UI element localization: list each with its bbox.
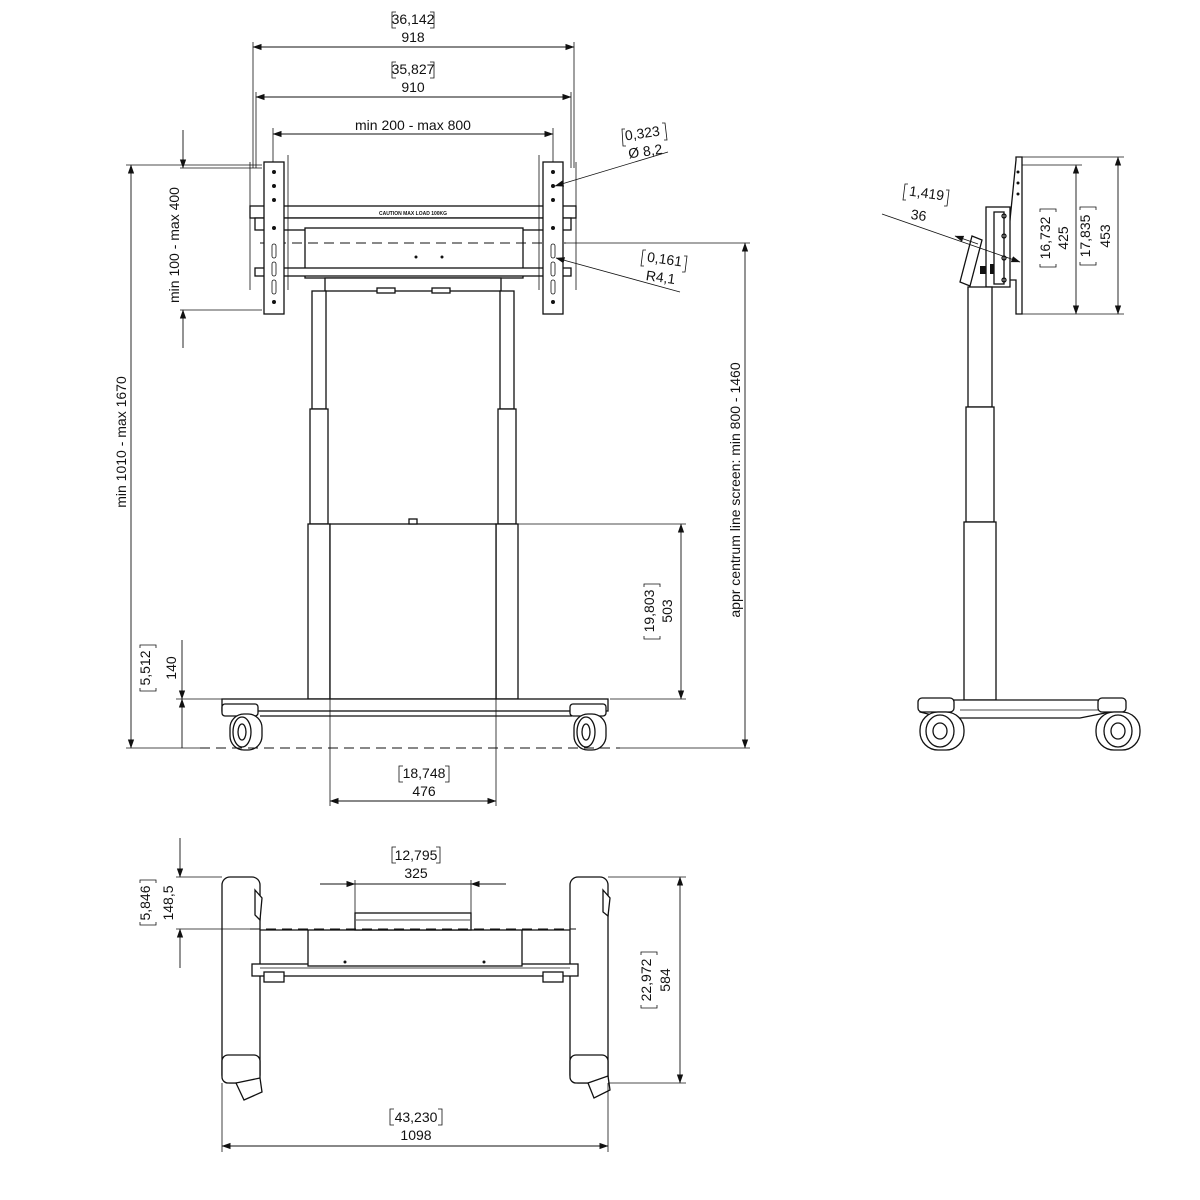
hole-diameter-mm: Ø 8,2 bbox=[627, 141, 663, 162]
slot-radius-inch: 0,161 bbox=[646, 249, 683, 270]
cabinet-width-mm: 476 bbox=[412, 783, 436, 799]
bracket-outer-inch: 17,835 bbox=[1077, 214, 1093, 257]
base-width-mm: 1098 bbox=[400, 1127, 431, 1143]
ground-clearance-mm: 140 bbox=[163, 656, 179, 680]
bracket-inner-inch: 16,732 bbox=[1037, 216, 1053, 259]
top-view: 12,795 325 5,846 148,5 22,972 584 43,230… bbox=[137, 838, 686, 1152]
bracket-outer-mm: 453 bbox=[1097, 224, 1113, 248]
left-caster bbox=[221, 703, 263, 751]
width-inner-inch: 35,827 bbox=[392, 61, 435, 77]
width-inner-mm: 910 bbox=[401, 79, 425, 95]
cabinet-height-inch: 19,803 bbox=[641, 589, 657, 632]
centre-line-label: appr centrum line screen: min 800 - 1460 bbox=[727, 362, 743, 617]
left-bracket bbox=[249, 155, 289, 315]
ground-clearance-inch: 5,512 bbox=[137, 650, 153, 685]
base-bar bbox=[221, 698, 609, 712]
bracket-inner-mm: 425 bbox=[1055, 226, 1071, 250]
frame-width-inch: 12,795 bbox=[395, 847, 438, 863]
frame-width-mm: 325 bbox=[404, 865, 428, 881]
width-outer-mm: 918 bbox=[401, 29, 425, 45]
right-caster bbox=[569, 703, 607, 751]
vesa-vertical-label: min 100 - max 400 bbox=[166, 187, 182, 303]
depth-mm: 584 bbox=[657, 968, 673, 992]
tilt-angle-mm: 36 bbox=[910, 206, 928, 224]
offset-mm: 148,5 bbox=[160, 885, 176, 920]
cabinet-width-inch: 18,748 bbox=[403, 765, 446, 781]
total-height-label: min 1010 - max 1670 bbox=[113, 376, 129, 508]
vesa-horizontal-label: min 200 - max 800 bbox=[355, 117, 471, 133]
tilt-angle-inch: 1,419 bbox=[908, 183, 945, 204]
slot-radius-mm: R4,1 bbox=[645, 267, 677, 287]
depth-inch: 22,972 bbox=[638, 958, 654, 1001]
load-label: CAUTION MAX LOAD 100KG bbox=[379, 211, 447, 217]
width-outer-inch: 36,142 bbox=[392, 11, 435, 27]
side-view: 1,419 36 16,732 425 17,835 453 bbox=[881, 156, 1141, 751]
column-left bbox=[307, 290, 331, 700]
hole-diameter-inch: 0,323 bbox=[624, 123, 661, 144]
cabinet-height-mm: 503 bbox=[659, 599, 675, 623]
front-view: 36,142 918 35,827 910 min 200 - max 800 … bbox=[113, 11, 750, 806]
offset-inch: 5,846 bbox=[137, 885, 153, 920]
base-width-inch: 43,230 bbox=[395, 1109, 438, 1125]
column-right bbox=[495, 290, 519, 700]
cabinet bbox=[329, 523, 497, 700]
right-bracket bbox=[538, 155, 577, 315]
